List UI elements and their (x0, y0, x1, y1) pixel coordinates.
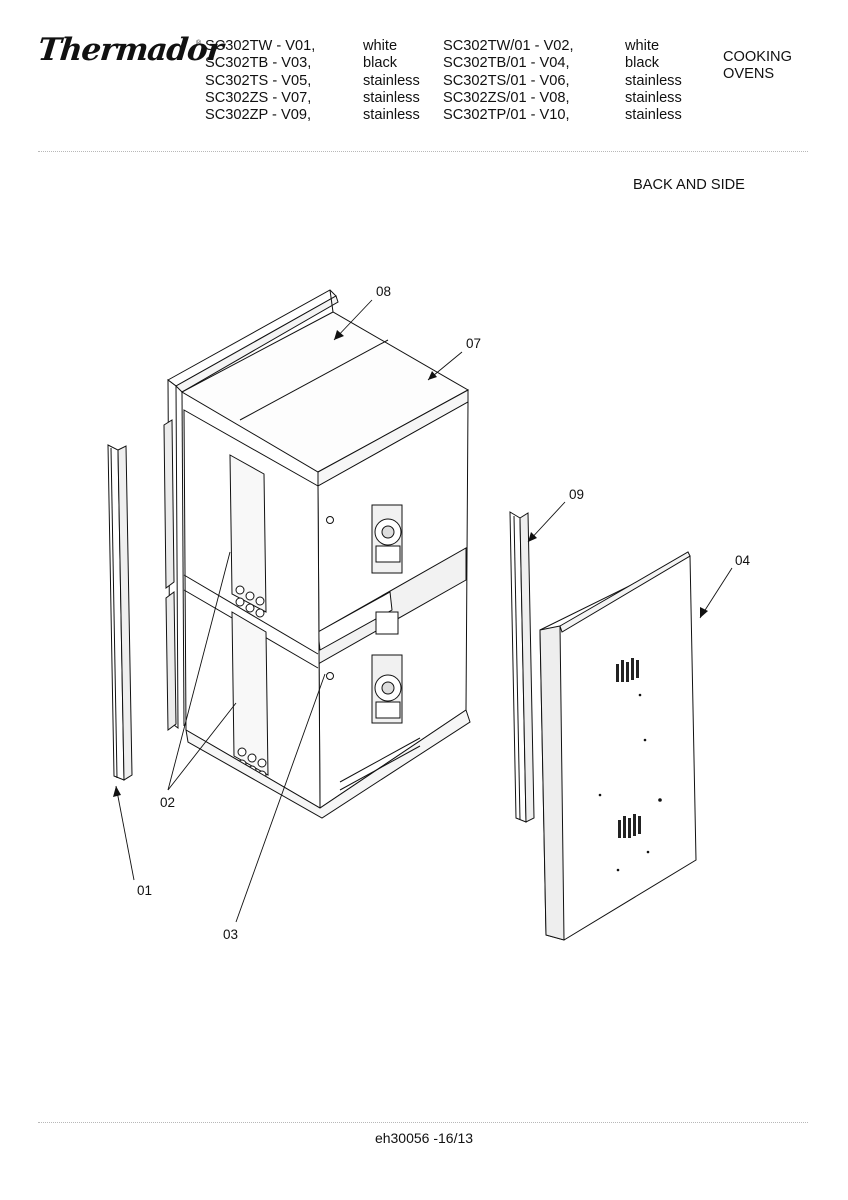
header-divider (38, 151, 808, 152)
callout-08: 08 (376, 284, 391, 299)
page-header: Thermador ® SC302TW - V01, white SC302TW… (0, 0, 848, 150)
model-number: SC302TB/01 - V04, (443, 55, 570, 72)
convection-fan-lower (326, 611, 403, 724)
model-number: SC302TS - V05, (205, 72, 312, 89)
convection-fan-upper (326, 504, 403, 574)
registered-mark: ® (196, 40, 202, 47)
model-finish: stainless (625, 89, 682, 106)
side-panel (539, 551, 697, 941)
product-category: COOKING OVENS (723, 49, 792, 84)
oven-cabinet (163, 289, 471, 819)
side-trim-strip (107, 444, 133, 781)
model-finish: stainless (625, 72, 682, 89)
model-number: SC302TW - V01, (205, 38, 316, 54)
model-finish: white (625, 38, 660, 54)
model-finish: stainless (363, 89, 420, 106)
callout-07: 07 (466, 336, 481, 351)
leader-lines (115, 299, 733, 923)
rear-trim-strip (509, 511, 535, 823)
category-line: COOKING (723, 49, 792, 65)
model-finish: white (363, 38, 398, 54)
section-title: BACK AND SIDE (633, 177, 745, 193)
model-number: SC302ZS - V07, (205, 89, 312, 106)
callout-03: 03 (223, 927, 238, 942)
model-number: SC302TB - V03, (205, 55, 312, 72)
document-code: eh30056 -16/13 (374, 1130, 474, 1146)
model-number: SC302ZS/01 - V08, (443, 89, 570, 106)
callout-04: 04 (735, 553, 751, 568)
category-line: OVENS (723, 66, 775, 83)
footer-divider (38, 1122, 808, 1123)
callout-02: 02 (160, 795, 175, 810)
model-finish: stainless (363, 72, 420, 89)
model-finish: stainless (363, 107, 420, 124)
model-number: SC302TS/01 - V06, (443, 72, 570, 89)
model-number: SC302TP/01 - V10, (443, 107, 570, 124)
model-finish: black (363, 55, 398, 72)
callout-01: 01 (137, 883, 152, 898)
callout-09: 09 (569, 487, 584, 502)
model-number: SC302TW/01 - V02, (443, 38, 574, 54)
model-finish: black (625, 55, 660, 72)
leader-arrowheads (113, 330, 708, 797)
model-number: SC302ZP - V09, (205, 107, 311, 124)
model-finish: stainless (625, 107, 682, 124)
